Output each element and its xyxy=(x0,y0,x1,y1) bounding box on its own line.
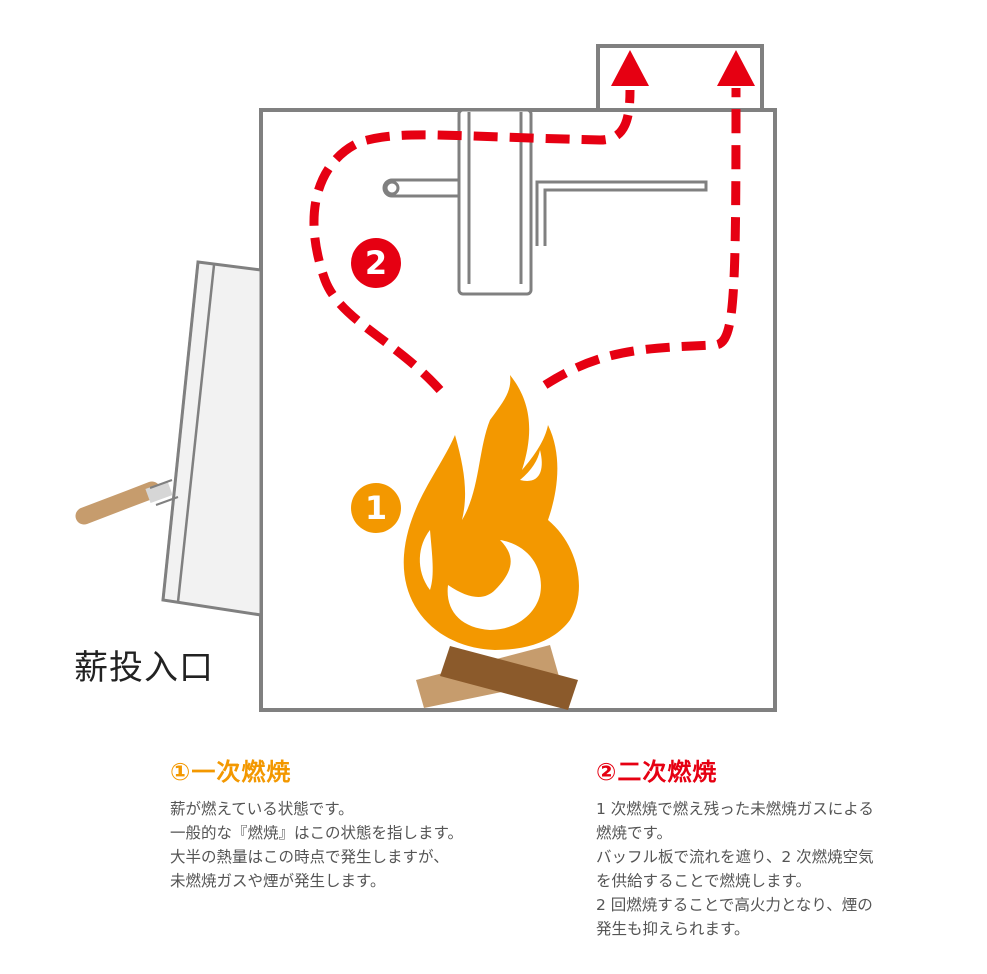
secondary-combustion-badge: 2 xyxy=(351,238,401,288)
section-1-line: 薪が燃えている状態です。 xyxy=(170,800,354,818)
baffle-plate xyxy=(382,108,708,296)
section-2-title: ②二次燃焼 xyxy=(596,758,718,786)
section-2-line: 1 次燃焼で燃え残った未燃焼ガスによる xyxy=(596,800,874,818)
section-1-title: ①一次燃焼 xyxy=(170,758,292,786)
feed-inlet-label: 薪投入口 xyxy=(74,648,214,688)
flame-icon xyxy=(403,375,579,650)
section-1-line: 大半の熱量はこの時点で発生しますが、 xyxy=(170,848,449,866)
section-2-description: 1 次燃焼で燃え残った未燃焼ガスによる 燃焼です。 バッフル板で流れを遮り、2 … xyxy=(596,797,874,941)
arrow-up-icon xyxy=(611,50,649,86)
section-2-line: 発生も抑えられます。 xyxy=(596,920,750,938)
primary-combustion-badge: 1 xyxy=(351,483,401,533)
secondary-flow-path xyxy=(309,87,741,394)
section-1-description: 薪が燃えている状態です。 一般的な『燃焼』はこの状態を指します。 大半の熱量はこ… xyxy=(170,797,463,893)
feed-door[interactable] xyxy=(161,260,263,617)
arrow-up-icon xyxy=(717,50,755,86)
section-2-line: を供給することで燃焼します。 xyxy=(596,872,811,890)
section-2-line: バッフル板で流れを遮り、2 次燃焼空気 xyxy=(596,848,874,866)
section-2-line: 2 回燃焼することで高火力となり、煙の xyxy=(596,896,873,914)
door-handle[interactable] xyxy=(75,479,179,525)
section-2-line: 燃焼です。 xyxy=(596,824,672,842)
firewood-logs xyxy=(416,645,578,710)
section-1-line: 一般的な『燃焼』はこの状態を指します。 xyxy=(170,824,463,842)
section-1-line: 未燃焼ガスや煙が発生します。 xyxy=(170,872,386,890)
